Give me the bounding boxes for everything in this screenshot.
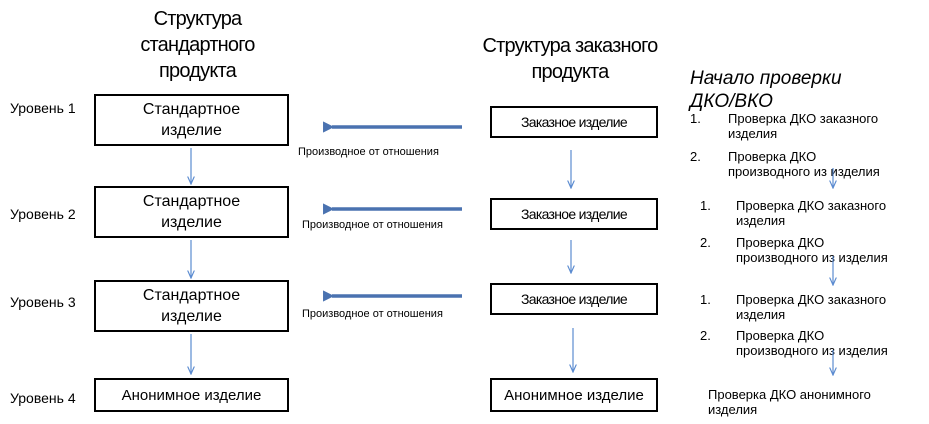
level-label-2: Уровень 2 <box>10 206 76 222</box>
standard-item-box-level-2: Стандартное изделие <box>94 186 289 238</box>
check-item-text: Проверка ДКО производного из изделия <box>728 149 880 179</box>
custom-item-box-level-2: Заказное изделие <box>490 198 658 230</box>
check-item-text: Проверка ДКО производного из изделия <box>736 235 888 265</box>
standard-item-box-level-1: Стандартное изделие <box>94 94 289 146</box>
check-item: 1. Проверка ДКО заказного изделия <box>700 292 926 324</box>
anonymous-item-box-standard: Анонимное изделие <box>94 378 289 412</box>
check-item-text: Проверка ДКО производного из изделия <box>736 328 888 358</box>
relation-label-1: Производное от отношения <box>298 146 439 158</box>
level-label-4: Уровень 4 <box>10 390 76 406</box>
standard-item-box-level-3: Стандартное изделие <box>94 280 289 332</box>
custom-item-box-level-1: Заказное изделие <box>490 106 658 138</box>
check-item-number: 1. <box>690 111 701 126</box>
check-item: 2. Проверка ДКО производного из изделия <box>700 235 926 267</box>
anonymous-item-box-custom: Анонимное изделие <box>490 378 658 412</box>
relation-label-3: Производное от отношения <box>302 308 443 320</box>
check-item: 1. Проверка ДКО заказного изделия <box>690 111 926 143</box>
relation-label-2: Производное от отношения <box>302 219 443 231</box>
check-item-number: 2. <box>690 149 701 164</box>
custom-item-box-level-3: Заказное изделие <box>490 283 658 315</box>
check-item-text: Проверка ДКО заказного изделия <box>736 292 887 322</box>
check-item-number: 1. <box>700 198 711 213</box>
check-item: 1. Проверка ДКО заказного изделия <box>700 198 926 230</box>
check-start-title: Начало проверки ДКО/ВКО <box>690 68 842 112</box>
check-item-number: 1. <box>700 292 711 307</box>
check-item-text: Проверка ДКО заказного изделия <box>728 111 879 141</box>
check-item: 2. Проверка ДКО производного из изделия <box>700 328 926 360</box>
level-label-3: Уровень 3 <box>10 294 76 310</box>
level-label-1: Уровень 1 <box>10 100 76 116</box>
anonymous-check-text: Проверка ДКО анонимного изделия <box>708 387 871 417</box>
custom-structure-heading: Структура заказного продукта <box>482 35 659 83</box>
standard-structure-heading: Структура стандартного продукта <box>140 8 255 82</box>
check-item: 2. Проверка ДКО производного из изделия <box>690 149 926 181</box>
check-item-text: Проверка ДКО заказного изделия <box>736 198 887 228</box>
check-item-number: 2. <box>700 235 711 250</box>
check-item-number: 2. <box>700 328 711 343</box>
